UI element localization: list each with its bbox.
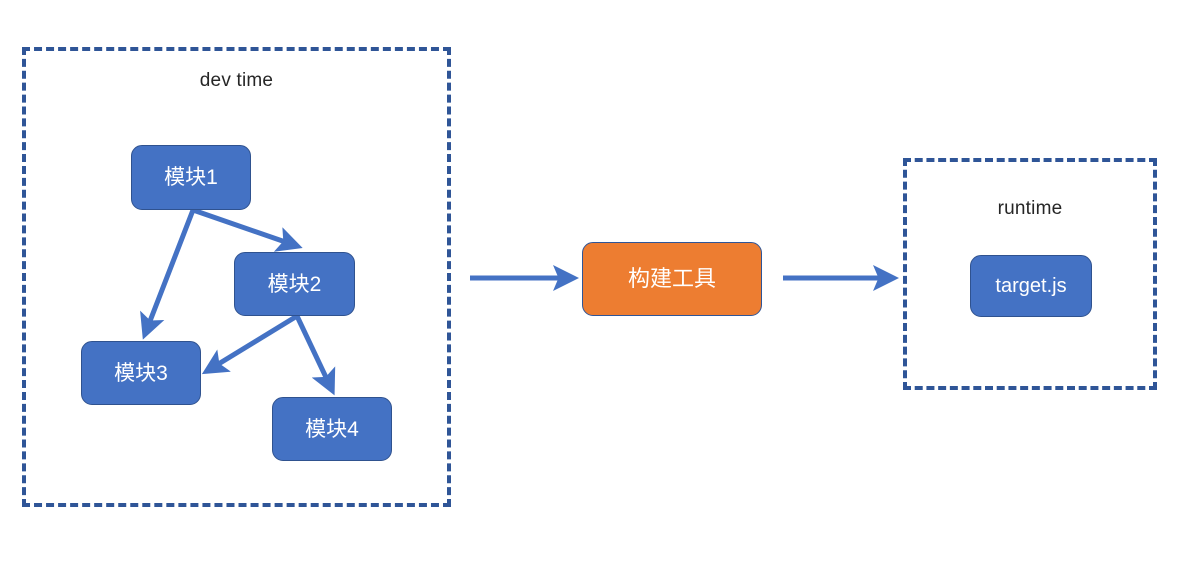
node-module-1[interactable]: 模块1 <box>131 145 251 210</box>
node-module-4[interactable]: 模块4 <box>272 397 392 461</box>
dev-time-group-label: dev time <box>199 70 274 91</box>
node-target-js[interactable]: target.js <box>970 255 1092 317</box>
runtime-group-label: runtime <box>997 198 1063 219</box>
dev-time-group <box>22 47 451 507</box>
runtime-group <box>903 158 1157 390</box>
node-build-tool[interactable]: 构建工具 <box>582 242 762 316</box>
node-module-2[interactable]: 模块2 <box>234 252 355 316</box>
node-module-3[interactable]: 模块3 <box>81 341 201 405</box>
